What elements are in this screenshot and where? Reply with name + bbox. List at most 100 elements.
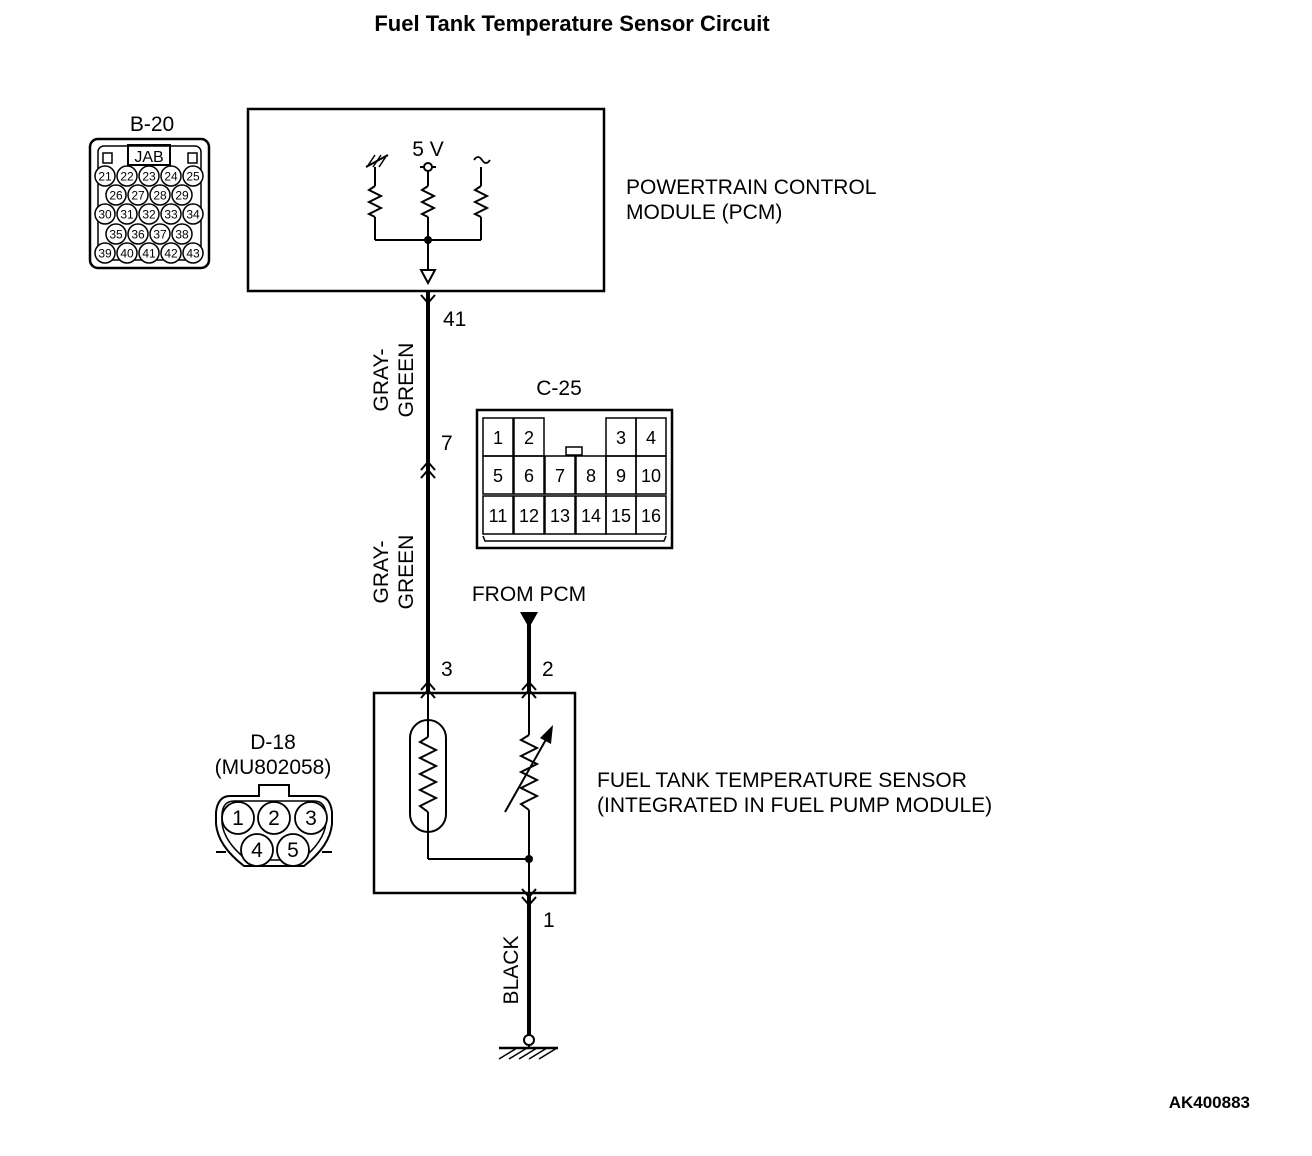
pin-label-41: 41 xyxy=(443,308,466,331)
b20-pin-circle xyxy=(182,242,204,264)
sensor-label-line2: (INTEGRATED IN FUEL PUMP MODULE) xyxy=(597,794,992,817)
pin-label-7: 7 xyxy=(441,432,453,455)
pcm-label-line1: POWERTRAIN CONTROL xyxy=(626,176,876,199)
connector-d18-name: D-18 xyxy=(250,731,296,754)
b20-pin-label: 30 xyxy=(98,208,112,222)
c25-pin-cell xyxy=(544,455,576,495)
b20-pin-label: 39 xyxy=(98,247,112,261)
pcm-voltage-label: 5 V xyxy=(412,138,444,161)
b20-pin-label: 40 xyxy=(120,247,134,261)
b20-pin-circle xyxy=(182,165,204,187)
c25-pin-label: 4 xyxy=(646,428,656,448)
b20-pin-label: 23 xyxy=(142,170,156,184)
b20-pin-label: 26 xyxy=(109,189,123,203)
pin-label-3: 3 xyxy=(441,658,453,681)
c25-pin-label: 5 xyxy=(493,466,503,486)
wire-gray-green xyxy=(420,291,436,699)
b20-pin-circle xyxy=(105,223,127,245)
wire-color-lower-line2: GREEN xyxy=(395,535,418,610)
b20-pin-label: 27 xyxy=(131,189,145,203)
c25-pin-label: 7 xyxy=(555,466,565,486)
b20-pin-circle xyxy=(116,165,138,187)
b20-pin-circle xyxy=(149,184,171,206)
b20-pin-circle xyxy=(138,242,160,264)
c25-pin-label: 2 xyxy=(524,428,534,448)
wire-color-lower-line1: GRAY- xyxy=(370,540,393,603)
d18-pin-circle xyxy=(257,801,291,835)
c25-pin-label: 15 xyxy=(611,506,631,526)
b20-pin-circle xyxy=(94,242,116,264)
c25-pin-cell xyxy=(482,455,514,495)
d18-pin-label: 1 xyxy=(232,807,244,830)
d18-pin-circle xyxy=(294,801,328,835)
d18-pin-label: 2 xyxy=(268,807,280,830)
d18-pin-circle xyxy=(240,833,274,867)
b20-pin-label: 29 xyxy=(175,189,189,203)
b20-pin-circle xyxy=(94,203,116,225)
connector-b20-tag: JAB xyxy=(134,149,163,166)
b20-pin-circle xyxy=(138,165,160,187)
b20-pin-label: 36 xyxy=(131,228,145,242)
b20-pin-circle xyxy=(127,223,149,245)
b20-pin-label: 32 xyxy=(142,208,156,222)
b20-pin-label: 42 xyxy=(164,247,178,261)
b20-pin-circle xyxy=(138,203,160,225)
b20-pin-label: 35 xyxy=(109,228,123,242)
c25-pin-label: 6 xyxy=(524,466,534,486)
c25-pin-label: 3 xyxy=(616,428,626,448)
b20-pin-circle xyxy=(160,203,182,225)
c25-pin-label: 12 xyxy=(519,506,539,526)
wire-color-ground: BLACK xyxy=(500,936,523,1005)
b20-pin-circle xyxy=(94,165,116,187)
c25-pin-label: 9 xyxy=(616,466,626,486)
c25-pin-label: 14 xyxy=(581,506,601,526)
b20-pin-label: 34 xyxy=(186,208,200,222)
b20-pin-label: 22 xyxy=(120,170,134,184)
b20-pin-circle xyxy=(171,223,193,245)
fuel-tank-temperature-sensor: FUEL TANK TEMPERATURE SENSOR (INTEGRATED… xyxy=(372,691,992,895)
c25-pin-cell xyxy=(544,495,576,535)
d18-pin-circle xyxy=(221,801,255,835)
b20-pin-label: 31 xyxy=(120,208,134,222)
b20-pin-label: 21 xyxy=(98,170,112,184)
b20-pin-circle xyxy=(171,184,193,206)
pin-label-1: 1 xyxy=(543,909,555,932)
c25-pin-cell xyxy=(635,495,667,535)
c25-pin-label: 13 xyxy=(550,506,570,526)
pin-label-2: 2 xyxy=(542,658,554,681)
from-pcm-label: FROM PCM xyxy=(472,583,586,606)
c25-pin-label: 11 xyxy=(489,506,508,526)
c25-pin-cell xyxy=(482,495,514,535)
b20-pin-label: 38 xyxy=(175,228,189,242)
b20-pin-circle xyxy=(149,223,171,245)
sensor-label-line1: FUEL TANK TEMPERATURE SENSOR xyxy=(597,769,967,792)
figure-reference-code: AK400883 xyxy=(1169,1093,1250,1112)
b20-pin-circle xyxy=(182,203,204,225)
b20-pin-label: 24 xyxy=(164,170,178,184)
c25-pin-cell xyxy=(513,455,545,495)
b20-pin-label: 37 xyxy=(153,228,167,242)
d18-pin-label: 5 xyxy=(287,839,299,862)
connector-b20-name: B-20 xyxy=(130,113,174,136)
b20-pin-circle xyxy=(127,184,149,206)
connector-c25-name: C-25 xyxy=(536,377,582,400)
pcm-label-line2: MODULE (PCM) xyxy=(626,201,782,224)
b20-pin-label: 41 xyxy=(142,247,156,261)
c25-pin-cell xyxy=(635,455,667,495)
b20-pin-circle xyxy=(116,203,138,225)
wire-color-upper-line2: GREEN xyxy=(395,343,418,418)
b20-pin-label: 33 xyxy=(164,208,178,222)
b20-pin-circle xyxy=(116,242,138,264)
c25-pin-label: 10 xyxy=(641,466,661,486)
b20-pin-circle xyxy=(160,242,182,264)
wire-color-lower: GRAY- GREEN xyxy=(370,535,418,610)
b20-pin-circle xyxy=(160,165,182,187)
wire-from-pcm: FROM PCM xyxy=(472,583,586,699)
d18-pin-circle xyxy=(276,833,310,867)
